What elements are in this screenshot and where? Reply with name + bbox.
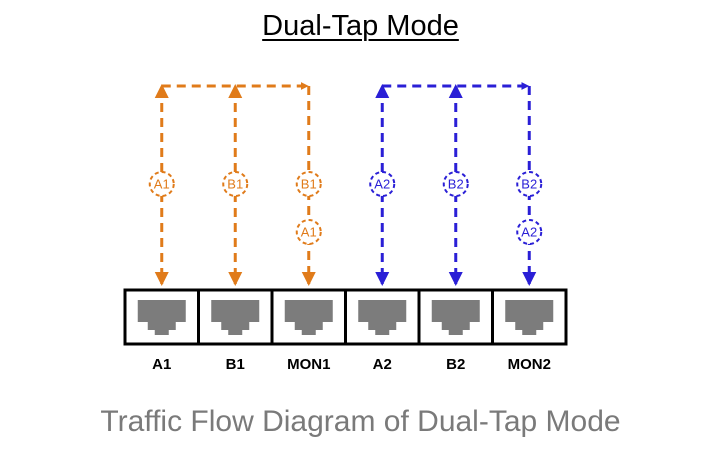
traffic-marker-b2: B2 xyxy=(442,171,469,197)
marker-label: A1 xyxy=(154,177,170,192)
marker-circle xyxy=(516,171,543,197)
port-mon2[interactable]: MON2 xyxy=(491,290,554,373)
ethernet-port-icon xyxy=(284,300,333,335)
port-mon1[interactable]: MON1 xyxy=(270,290,333,373)
traffic-marker-b2: B2 xyxy=(516,171,543,197)
ethernet-port-icon xyxy=(505,300,554,335)
marker-circle xyxy=(295,219,322,245)
port-label: B2 xyxy=(446,356,465,373)
port-label: B1 xyxy=(226,356,245,373)
traffic-marker-b1: B1 xyxy=(295,171,322,197)
arrow-up-icon xyxy=(448,84,463,98)
marker-label: A2 xyxy=(521,225,537,240)
marker-label: B1 xyxy=(301,177,317,192)
port-b2[interactable]: B2 xyxy=(417,290,480,373)
marker-circle xyxy=(295,171,322,197)
traffic-marker-a1: A1 xyxy=(148,171,175,197)
arrow-down-icon xyxy=(228,272,243,286)
arrow-down-icon xyxy=(375,272,390,286)
arrow-down-icon xyxy=(301,272,316,286)
port-label: A2 xyxy=(373,356,392,373)
traffic-marker-a2: A2 xyxy=(369,171,396,197)
port-label: A1 xyxy=(152,356,171,373)
marker-label: A2 xyxy=(374,177,390,192)
ethernet-port-icon xyxy=(431,300,480,335)
marker-circle xyxy=(148,171,175,197)
diagram-title: Dual-Tap Mode xyxy=(262,10,459,42)
traffic-marker-a1: A1 xyxy=(295,219,322,245)
arrow-up-icon xyxy=(228,84,243,98)
marker-label: A1 xyxy=(301,225,317,240)
arrow-down-icon xyxy=(522,272,537,286)
arrow-down-icon xyxy=(154,272,169,286)
traffic-marker-a2: A2 xyxy=(516,219,543,245)
ethernet-port-icon xyxy=(137,300,186,335)
arrow-up-icon xyxy=(375,84,390,98)
arrow-down-icon xyxy=(448,272,463,286)
port-label: MON2 xyxy=(508,356,551,373)
port-a1[interactable]: A1 xyxy=(137,300,186,373)
port-a2[interactable]: A2 xyxy=(344,290,407,373)
marker-label: B2 xyxy=(448,177,464,192)
marker-circle xyxy=(369,171,396,197)
port-strip: A1 B1 MON1 A2 B2 MON2 xyxy=(123,288,568,373)
marker-circle xyxy=(222,171,249,197)
marker-label: B2 xyxy=(521,177,537,192)
marker-circle xyxy=(516,219,543,245)
traffic-marker-b1: B1 xyxy=(222,171,249,197)
port-b1[interactable]: B1 xyxy=(197,290,260,373)
port-label: MON1 xyxy=(287,356,330,373)
ethernet-port-icon xyxy=(211,300,260,335)
marker-circle xyxy=(442,171,469,197)
arrow-up-icon xyxy=(154,84,169,98)
ethernet-port-icon xyxy=(358,300,407,335)
diagram-caption: Traffic Flow Diagram of Dual-Tap Mode xyxy=(100,405,621,438)
marker-label: B1 xyxy=(227,177,243,192)
